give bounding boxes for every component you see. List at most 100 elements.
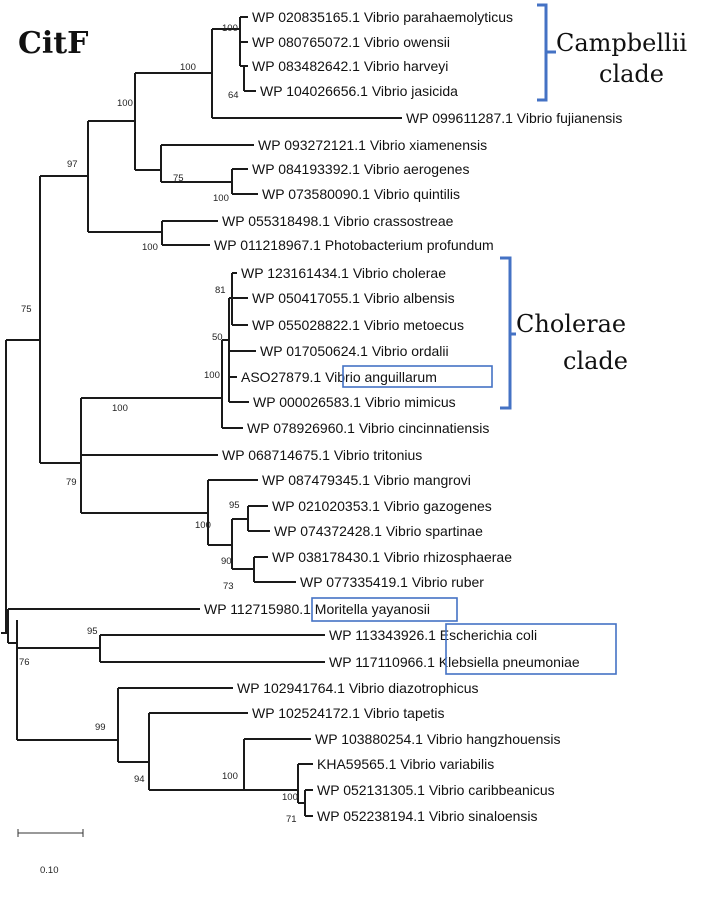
leaf-label-owensii: WP 080765072.1 Vibrio owensii xyxy=(252,34,450,50)
bootstrap-value: 100 xyxy=(142,242,158,253)
leaf-species-crassostreae: Vibrio crassostreae xyxy=(334,213,454,229)
leaf-species-hangzhouensis: Vibrio hangzhouensis xyxy=(427,731,561,747)
leaf-accession-klebsiella: WP 117110966.1 xyxy=(329,654,439,670)
leaf-label-yayanosii: WP 112715980.1 Moritella yayanosii xyxy=(204,601,430,617)
yayanosii-highlight-box xyxy=(311,597,458,622)
leaf-label-ruber: WP 077335419.1 Vibrio ruber xyxy=(300,574,484,590)
bootstrap-value: 64 xyxy=(228,90,239,101)
leaf-accession-anguillarum: ASO27879.1 xyxy=(241,369,325,385)
scale-bar: 0.10 xyxy=(17,829,84,876)
leaf-species-albensis: Vibrio albensis xyxy=(364,290,455,306)
leaf-label-fujianensis: WP 099611287.1 Vibrio fujianensis xyxy=(406,110,622,126)
branch-rhizosphaerae-node xyxy=(232,556,296,583)
cholerae-clade-label-line2: clade xyxy=(563,347,628,375)
leaf-label-crassostreae: WP 055318498.1 Vibrio crassostreae xyxy=(222,213,454,229)
bootstrap-value: 75 xyxy=(173,173,184,184)
leaf-label-tapetis: WP 102524172.1 Vibrio tapetis xyxy=(252,705,445,721)
bootstrap-value: 100 xyxy=(222,23,238,34)
cholerae-clade-annotation: Cholerae clade xyxy=(500,256,628,410)
leaf-accession-metoecus: WP 055028822.1 xyxy=(252,317,364,333)
leaf-species-metoecus: Vibrio metoecus xyxy=(364,317,464,333)
leaf-accession-mangrovi: WP 087479345.1 xyxy=(262,472,374,488)
campbellii-clade-label-line2: clade xyxy=(599,60,664,88)
leaf-label-mimicus: WP 000026583.1 Vibrio mimicus xyxy=(253,394,456,410)
leaf-species-quintilis: Vibrio quintilis xyxy=(374,186,460,202)
cholerae-bracket xyxy=(500,256,516,410)
leaf-species-ordalii: Vibrio ordalii xyxy=(372,343,449,359)
leaf-label-parahaemolyticus: WP 020835165.1 Vibrio parahaemolyticus xyxy=(252,9,513,25)
leaf-species-yayanosii: Moritella yayanosii xyxy=(315,601,430,617)
leaf-label-gazogenes: WP 021020353.1 Vibrio gazogenes xyxy=(272,498,492,514)
bootstrap-value: 73 xyxy=(223,581,234,592)
leaf-accession-mimicus: WP 000026583.1 xyxy=(253,394,365,410)
bootstrap-value: 100 xyxy=(222,771,238,782)
leaf-accession-fujianensis: WP 099611287.1 xyxy=(406,110,517,126)
leaf-label-anguillarum: ASO27879.1 Vibrio anguillarum xyxy=(241,369,437,385)
bootstrap-value: 100 xyxy=(195,520,211,531)
leaf-species-profundum: Photobacterium profundum xyxy=(325,237,494,253)
bootstrap-value: 100 xyxy=(213,193,229,204)
leaf-label-mangrovi: WP 087479345.1 Vibrio mangrovi xyxy=(262,472,471,488)
branch-variabilis-node xyxy=(297,763,313,817)
branch-root-top xyxy=(5,339,40,633)
bootstrap-values: 1006410010097751001008150100100797595100… xyxy=(19,23,298,825)
leaf-accession-ecoli: WP 113343926.1 xyxy=(329,627,440,643)
leaf-species-harveyi: Vibrio harveyi xyxy=(364,58,449,74)
leaf-species-tapetis: Vibrio tapetis xyxy=(364,705,445,721)
leaf-accession-hangzhouensis: WP 103880254.1 xyxy=(315,731,427,747)
campbellii-clade-label-line1: Campbellii xyxy=(556,29,687,57)
leaf-label-profundum: WP 011218967.1 Photobacterium profundum xyxy=(214,237,494,253)
bootstrap-value: 76 xyxy=(19,657,30,668)
bootstrap-value: 71 xyxy=(286,814,297,825)
leaf-label-variabilis: KHA59565.1 Vibrio variabilis xyxy=(317,756,494,772)
branch-hangzhouensis-node xyxy=(149,738,311,791)
leaf-species-spartinae: Vibrio spartinae xyxy=(386,523,483,539)
bootstrap-value: 75 xyxy=(21,304,32,315)
leaf-label-hangzhouensis: WP 103880254.1 Vibrio hangzhouensis xyxy=(315,731,560,747)
branch-aerogenes-node xyxy=(161,168,258,195)
bootstrap-value: 94 xyxy=(134,774,145,785)
scale-bar-line xyxy=(17,829,84,837)
leaf-accession-ordalii: WP 017050624.1 xyxy=(260,343,372,359)
branch-upper-to-cholerae xyxy=(39,175,88,464)
leaf-species-cholerae: Vibrio cholerae xyxy=(353,265,446,281)
bootstrap-value: 90 xyxy=(221,556,232,567)
leaf-accession-profundum: WP 011218967.1 xyxy=(214,237,325,253)
branch-cholerae-outer xyxy=(80,397,222,456)
leaf-accession-rhizosphaerae: WP 038178430.1 xyxy=(272,549,384,565)
leaf-species-rhizosphaerae: Vibrio rhizosphaerae xyxy=(384,549,512,565)
leaf-species-caribbeanicus: Vibrio caribbeanicus xyxy=(429,782,555,798)
leaf-species-mangrovi: Vibrio mangrovi xyxy=(374,472,471,488)
leaf-accession-quintilis: WP 073580090.1 xyxy=(262,186,374,202)
leaf-accession-diazotrophicus: WP 102941764.1 xyxy=(237,680,349,696)
leaf-labels: WP 020835165.1 Vibrio parahaemolyticusWP… xyxy=(204,9,622,824)
leaf-species-anguillarum: Vibrio anguillarum xyxy=(325,369,437,385)
campbellii-bracket xyxy=(537,3,556,102)
leaf-label-cincinnatiensis: WP 078926960.1 Vibrio cincinnatiensis xyxy=(247,420,489,436)
scale-bar-label: 0.10 xyxy=(40,865,59,876)
leaf-species-klebsiella: Klebsiella pneumoniae xyxy=(439,654,580,670)
leaf-label-aerogenes: WP 084193392.1 Vibrio aerogenes xyxy=(252,161,469,177)
branch-xiamenensis-node xyxy=(135,144,254,182)
leaf-species-sinaloensis: Vibrio sinaloensis xyxy=(429,808,538,824)
bootstrap-value: 100 xyxy=(112,403,128,414)
leaf-species-parahaemolyticus: Vibrio parahaemolyticus xyxy=(364,9,513,25)
leaf-species-gazogenes: Vibrio gazogenes xyxy=(384,498,492,514)
branch-lower-root xyxy=(16,620,233,762)
leaf-accession-sinaloensis: WP 052238194.1 xyxy=(317,808,429,824)
leaf-species-fujianensis: Vibrio fujianensis xyxy=(517,110,623,126)
branch-parahaemolyticus-group xyxy=(239,16,248,67)
bootstrap-value: 100 xyxy=(117,98,133,109)
branch-yayanosii xyxy=(7,608,200,644)
tree-branches xyxy=(1,16,402,817)
branch-mangrovi-outer xyxy=(80,455,208,514)
branch-jasicida xyxy=(243,66,256,92)
bootstrap-value: 100 xyxy=(204,370,220,381)
bootstrap-value: 50 xyxy=(212,332,223,343)
branch-tapetis-node xyxy=(118,712,248,790)
leaf-accession-xiamenensis: WP 093272121.1 xyxy=(258,137,370,153)
bootstrap-value: 95 xyxy=(87,626,98,637)
leaf-label-tritonius: WP 068714675.1 Vibrio tritonius xyxy=(222,447,422,463)
leaf-accession-tapetis: WP 102524172.1 xyxy=(252,705,364,721)
